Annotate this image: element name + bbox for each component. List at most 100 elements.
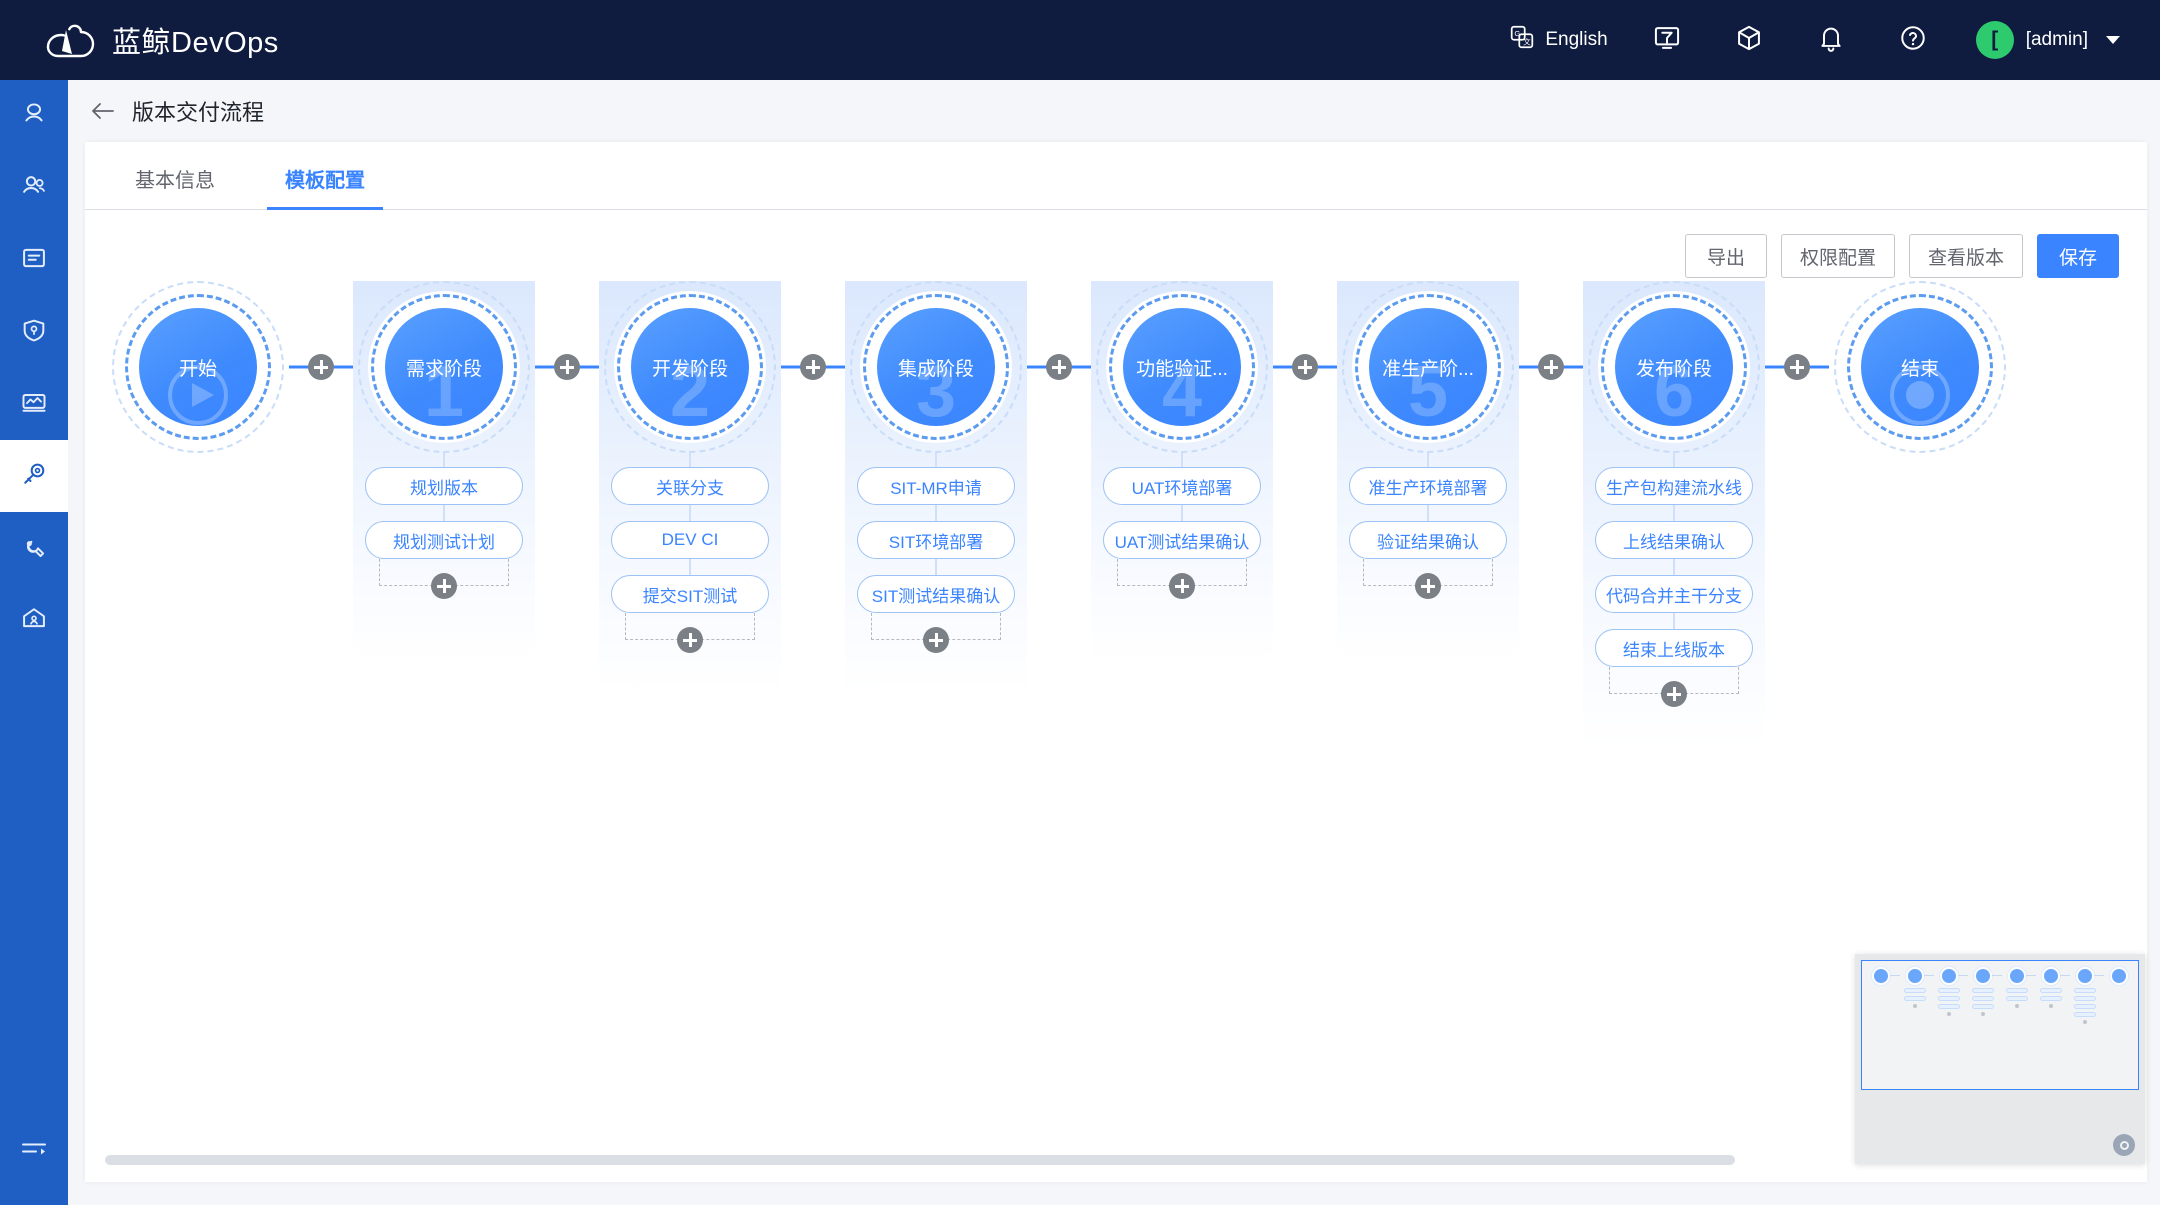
permission-config-button[interactable]: 权限配置 xyxy=(1780,234,1895,278)
task-pill[interactable]: 生产包构建流水线 xyxy=(1595,467,1753,505)
task-pill[interactable]: UAT环境部署 xyxy=(1103,467,1261,505)
add-stage-plus-icon-button[interactable] xyxy=(1046,354,1072,380)
users-icon xyxy=(20,172,48,205)
task-list: 规划版本规划测试计划 xyxy=(365,451,523,599)
collapse-menu-icon-button[interactable] xyxy=(0,1123,68,1179)
tab-basic-info[interactable]: 基本信息 xyxy=(135,170,215,192)
task-link-line xyxy=(689,505,691,521)
cube-icon-button[interactable] xyxy=(1708,0,1790,80)
task-pill[interactable]: DEV CI xyxy=(611,521,769,559)
user-menu[interactable]: [ [admin] xyxy=(1954,0,2126,80)
add-task-plus-icon-button[interactable] xyxy=(923,627,949,653)
task-pill[interactable]: 结束上线版本 xyxy=(1595,629,1753,667)
task-pill[interactable]: 验证结果确认 xyxy=(1349,521,1507,559)
add-task-plus-icon-button[interactable] xyxy=(1169,573,1195,599)
minimap-connector xyxy=(2026,975,2036,976)
minimap-stage-column xyxy=(2072,967,2098,1024)
scrollbar-thumb[interactable] xyxy=(105,1155,1735,1165)
minimap-add-dot xyxy=(2049,1004,2053,1008)
stage-node[interactable]: 结束 xyxy=(1829,281,2011,453)
add-stage-plus-icon-button[interactable] xyxy=(554,354,580,380)
add-stage-plus-icon-button[interactable] xyxy=(308,354,334,380)
task-pill[interactable]: 代码合并主干分支 xyxy=(1595,575,1753,613)
home-icon xyxy=(20,604,48,637)
add-task-area xyxy=(871,613,1001,653)
minimap-node xyxy=(2110,967,2128,985)
minimap-content xyxy=(1861,960,2139,1090)
task-pill[interactable]: 规划版本 xyxy=(365,467,523,505)
task-link-line xyxy=(1181,451,1183,467)
horizontal-scrollbar[interactable] xyxy=(85,1150,2147,1172)
minimap-node xyxy=(2042,967,2060,985)
minimap-task-pill xyxy=(1938,996,1960,1001)
back-arrow-icon[interactable] xyxy=(90,100,116,122)
bell-icon-button[interactable] xyxy=(1790,0,1872,80)
add-task-plus-icon-button[interactable] xyxy=(1661,681,1687,707)
add-task-plus-icon-button[interactable] xyxy=(431,573,457,599)
user-name: [admin] xyxy=(2025,29,2088,50)
sidebar-item-monitor[interactable] xyxy=(0,368,68,440)
task-pill[interactable]: SIT环境部署 xyxy=(857,521,1015,559)
sidebar-item-profile[interactable] xyxy=(0,80,68,152)
language-switcher[interactable]: G 文 English xyxy=(1491,0,1625,80)
sidebar-item-document[interactable] xyxy=(0,224,68,296)
minimap-task-pill xyxy=(1972,1004,1994,1009)
eye-icon-button[interactable] xyxy=(2113,1134,2135,1156)
task-pill[interactable]: SIT测试结果确认 xyxy=(857,575,1015,613)
start-node-column: 开始 xyxy=(107,281,289,493)
minimap-node xyxy=(2008,967,2026,985)
node-dashed-ring xyxy=(863,294,1009,440)
minimap-task-pill xyxy=(1938,988,1960,993)
add-task-plus-icon-button[interactable] xyxy=(677,627,703,653)
task-pill[interactable]: 上线结果确认 xyxy=(1595,521,1753,559)
task-pill[interactable]: SIT-MR申请 xyxy=(857,467,1015,505)
add-stage-plus-icon-button[interactable] xyxy=(1538,354,1564,380)
stage-node[interactable]: 开始 xyxy=(107,281,289,453)
sidebar-item-key[interactable] xyxy=(0,440,68,512)
help-icon-button[interactable] xyxy=(1872,0,1954,80)
add-task-area xyxy=(379,559,509,599)
scrollbar-track[interactable] xyxy=(105,1155,2131,1165)
sidebar-item-tools[interactable] xyxy=(0,512,68,584)
save-button[interactable]: 保存 xyxy=(2037,234,2119,278)
task-pill[interactable]: 提交SIT测试 xyxy=(611,575,769,613)
stage-label: 结束 xyxy=(1900,358,1939,380)
task-pill[interactable]: 关联分支 xyxy=(611,467,769,505)
add-stage-plus-icon-button[interactable] xyxy=(800,354,826,380)
node-outer-ring xyxy=(1834,281,2006,453)
node-circle[interactable]: 开始 xyxy=(139,308,257,426)
node-circle[interactable]: 结束 xyxy=(1861,308,1979,426)
sidebar-item-home[interactable] xyxy=(0,584,68,656)
export-button[interactable]: 导出 xyxy=(1684,234,1767,278)
monitor-icon-button[interactable] xyxy=(1626,0,1708,80)
brand[interactable]: 蓝鲸DevOps xyxy=(44,19,279,61)
minimap-node xyxy=(1974,967,1992,985)
view-version-button[interactable]: 查看版本 xyxy=(1908,234,2023,278)
task-pill[interactable]: 准生产环境部署 xyxy=(1349,467,1507,505)
minimap-stage-column xyxy=(1902,967,1928,1008)
task-pill[interactable]: UAT测试结果确认 xyxy=(1103,521,1261,559)
add-task-plus-icon-button[interactable] xyxy=(1415,573,1441,599)
add-stage-plus-icon-button[interactable] xyxy=(1292,354,1318,380)
shield-icon xyxy=(20,316,48,349)
sidebar-item-security[interactable] xyxy=(0,296,68,368)
task-pill[interactable]: 规划测试计划 xyxy=(365,521,523,559)
tab-template-config[interactable]: 模板配置 xyxy=(267,164,383,210)
minimap[interactable] xyxy=(1855,954,2145,1164)
sidebar-item-team[interactable] xyxy=(0,152,68,224)
add-stage-plus-icon-button[interactable] xyxy=(1784,354,1810,380)
